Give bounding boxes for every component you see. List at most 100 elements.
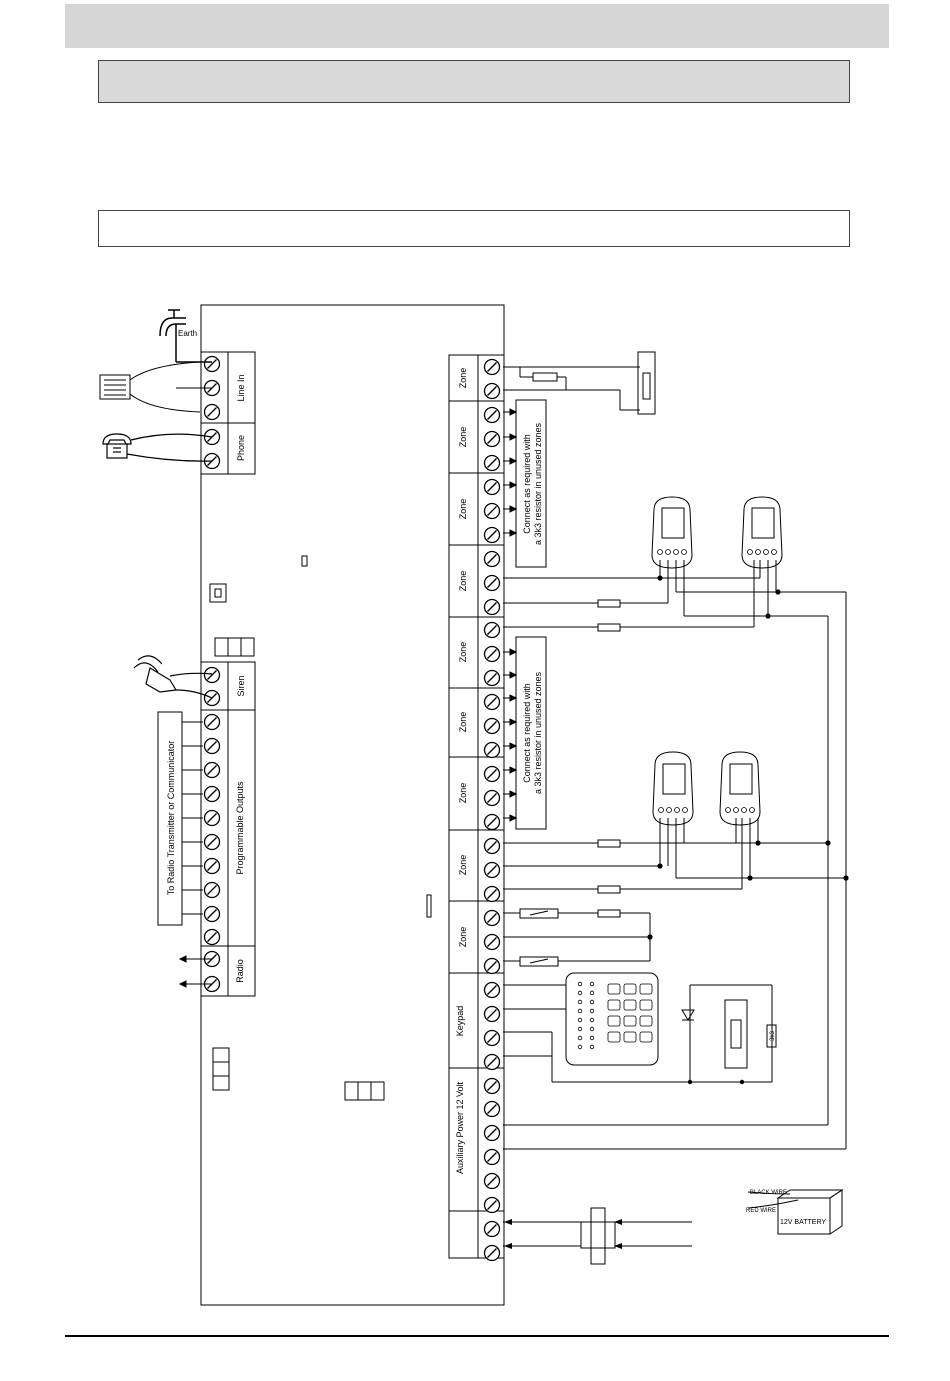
zone-label: Zone bbox=[458, 427, 468, 448]
left-screw-terminal bbox=[203, 355, 221, 373]
keypad-key bbox=[623, 1015, 637, 1027]
black-wire-label: BLACK WIRE bbox=[750, 1190, 787, 1196]
right-screw-terminal bbox=[483, 502, 501, 520]
keypad-led bbox=[589, 990, 595, 996]
note-arrow-head bbox=[509, 671, 518, 679]
radio-label: Radio bbox=[235, 959, 245, 983]
keypad-led bbox=[577, 1044, 583, 1050]
note-arrow-head bbox=[509, 481, 518, 489]
note-arrow-head bbox=[509, 505, 518, 513]
pir-terminal bbox=[749, 807, 755, 813]
keypad-led bbox=[589, 1035, 595, 1041]
right-screw-terminal bbox=[483, 382, 501, 400]
keypad-led bbox=[577, 999, 583, 1005]
right-screw-terminal bbox=[483, 1196, 501, 1214]
panel-components bbox=[209, 555, 432, 1101]
note-arrow-head bbox=[509, 814, 518, 822]
unused-zones-note-box-1 bbox=[515, 399, 547, 568]
zone-label: Zone bbox=[458, 927, 468, 948]
pir-terminals bbox=[657, 549, 777, 813]
left-screw-terminal bbox=[203, 857, 221, 875]
right-screw-terminal bbox=[483, 478, 501, 496]
resistor-3k3-label: 3k3 bbox=[770, 1031, 776, 1041]
left-screw-terminal bbox=[203, 905, 221, 923]
left-screw-terminal bbox=[203, 713, 221, 731]
note-arrow-head bbox=[509, 408, 518, 416]
keypad-led bbox=[577, 1008, 583, 1014]
keypad-led bbox=[577, 1035, 583, 1041]
left-screw-terminal bbox=[203, 881, 221, 899]
right-screw-terminal bbox=[483, 1124, 501, 1142]
footer-rule bbox=[65, 1335, 889, 1337]
telephone-icon bbox=[102, 433, 213, 462]
keypad-key bbox=[607, 999, 621, 1011]
right-screw-terminal bbox=[483, 406, 501, 424]
pir-terminal bbox=[741, 807, 747, 813]
radio-transmitter-label: To Radio Transmitter or Communicator bbox=[166, 741, 176, 896]
pir-terminal bbox=[665, 549, 671, 555]
right-screw-terminal bbox=[483, 693, 501, 711]
left-screw-terminal bbox=[203, 761, 221, 779]
note-arrow-head bbox=[509, 529, 518, 537]
phone-socket-icon bbox=[99, 361, 212, 413]
right-screw-terminal bbox=[483, 1053, 501, 1071]
keypad-key bbox=[623, 999, 637, 1011]
junction-dots-lower bbox=[687, 1079, 745, 1085]
keypad-led bbox=[589, 981, 595, 987]
subsection-title-box bbox=[98, 210, 850, 247]
right-screw-terminal bbox=[483, 621, 501, 639]
right-screw-terminal bbox=[483, 837, 501, 855]
right-screw-terminal bbox=[483, 813, 501, 831]
right-screw-terminal bbox=[483, 765, 501, 783]
right-screw-terminal bbox=[483, 789, 501, 807]
left-screw-terminals bbox=[203, 355, 221, 993]
pir-terminal bbox=[733, 807, 739, 813]
right-screw-terminal bbox=[483, 1244, 501, 1262]
keypad-led bbox=[589, 1008, 595, 1014]
note-arrows bbox=[503, 408, 518, 822]
right-screw-terminal bbox=[483, 598, 501, 616]
right-screw-terminal bbox=[483, 861, 501, 879]
keypad-key bbox=[639, 1031, 653, 1043]
programmable-outputs-label: Programmable Outputs bbox=[235, 781, 245, 875]
note-arrow-head bbox=[509, 457, 518, 465]
keypad-key bbox=[639, 1015, 653, 1027]
right-screw-terminal bbox=[483, 717, 501, 735]
zone-label: Zone bbox=[458, 368, 468, 389]
note-arrow-head bbox=[509, 648, 518, 656]
zone-label: Zone bbox=[458, 642, 468, 663]
radio-arrows bbox=[178, 955, 212, 988]
keypad-key bbox=[639, 983, 653, 995]
zone-label: Zone bbox=[458, 855, 468, 876]
pir-detector-3 bbox=[652, 751, 694, 826]
keypad-key bbox=[623, 983, 637, 995]
note1-line1: Connect as required with bbox=[522, 434, 532, 534]
keypad-led bbox=[577, 1017, 583, 1023]
left-terminal-block bbox=[200, 351, 256, 997]
pir-terminal bbox=[666, 807, 672, 813]
pir-terminal bbox=[657, 549, 663, 555]
keypad-led bbox=[589, 1044, 595, 1050]
right-screw-terminal bbox=[483, 574, 501, 592]
right-screw-terminal bbox=[483, 1148, 501, 1166]
keypad-led bbox=[589, 1017, 595, 1023]
right-screw-terminal bbox=[483, 1029, 501, 1047]
keypad-keys bbox=[577, 981, 653, 1050]
note-arrow-head bbox=[509, 718, 518, 726]
left-screw-terminal bbox=[203, 403, 221, 421]
siren-label: Siren bbox=[236, 675, 246, 696]
right-screw-terminal bbox=[483, 981, 501, 999]
keypad-key bbox=[623, 1031, 637, 1043]
section-title-box bbox=[98, 60, 850, 103]
pir-terminal bbox=[673, 549, 679, 555]
right-screw-terminal bbox=[483, 909, 501, 927]
battery-12v bbox=[747, 1189, 844, 1235]
transformer bbox=[503, 1207, 692, 1265]
zone-label: Zone bbox=[458, 499, 468, 520]
note2-line1: Connect as required with bbox=[522, 683, 532, 783]
right-screw-terminal bbox=[483, 454, 501, 472]
right-screw-terminal bbox=[483, 1100, 501, 1118]
pir-detector-1 bbox=[651, 496, 693, 569]
zone-label: Zone bbox=[458, 571, 468, 592]
